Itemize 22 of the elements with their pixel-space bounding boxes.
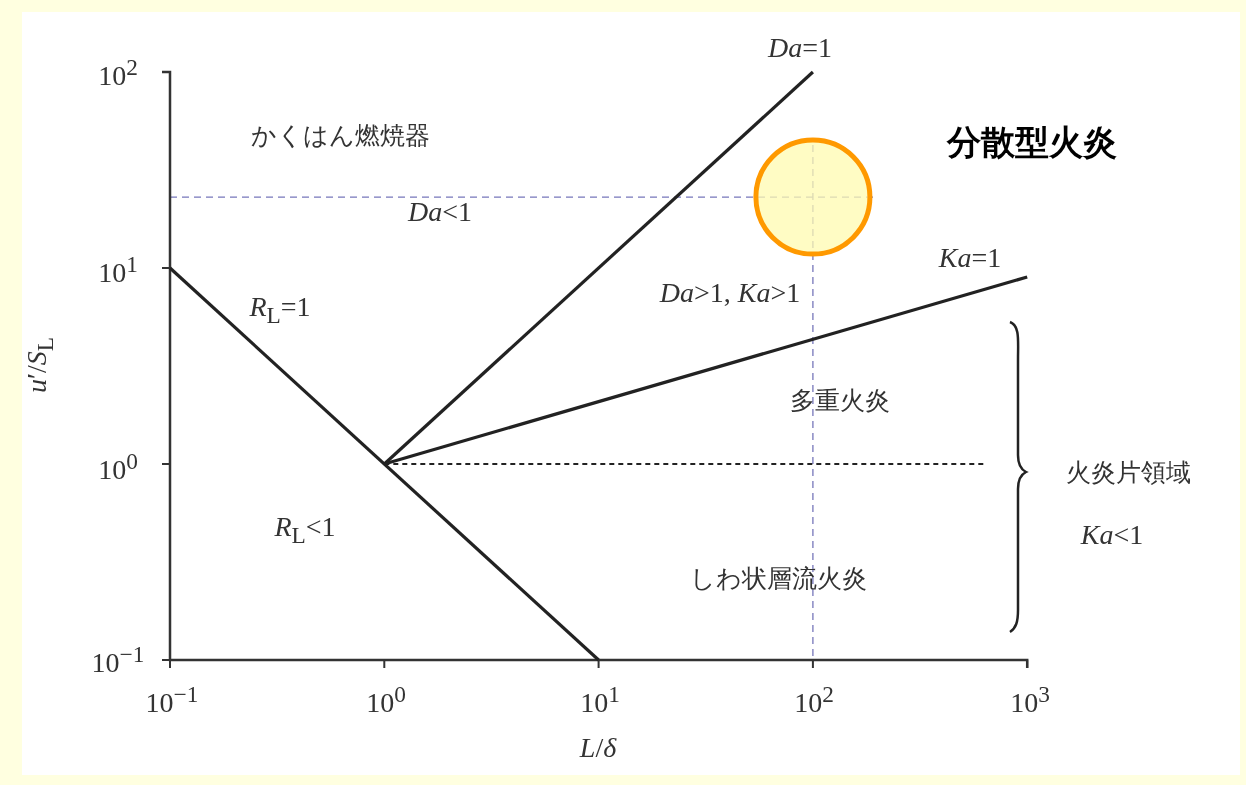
axis-title: L/δ	[579, 734, 617, 762]
region-label: しわ状層流火炎	[689, 565, 867, 591]
tick-label: 10$^{3}$	[1010, 682, 1050, 718]
tick-label: 10$^{0}$	[98, 449, 138, 485]
bracket-label: 火炎片領域	[1065, 459, 1191, 485]
region-label: かくはん燃焼器	[250, 122, 430, 148]
tick-label: 10$^{−1}$	[91, 642, 145, 678]
line-label: R$_{L}$=1	[249, 293, 311, 327]
region-label: R$_{L}$<1	[274, 513, 336, 547]
tick-label: 10$^{−1}$	[145, 682, 199, 718]
line-label: Ka=1	[938, 244, 1002, 272]
tick-label: 10$^{2}$	[794, 682, 834, 718]
region-label: 多重火炎	[790, 387, 890, 413]
region-label: Da<1	[408, 198, 472, 226]
heading: 分散型火炎	[947, 125, 1117, 159]
line-label: Da=1	[768, 34, 832, 62]
tick-label: 10$^{2}$	[98, 55, 138, 91]
tick-label: 10$^{0}$	[366, 682, 406, 718]
bracket-label: Ka<1	[1080, 521, 1144, 549]
tick-label: 10$^{1}$	[98, 252, 138, 288]
region-label: Da>1, Ka>1	[659, 279, 801, 307]
tick-label: 10$^{1}$	[580, 682, 620, 718]
